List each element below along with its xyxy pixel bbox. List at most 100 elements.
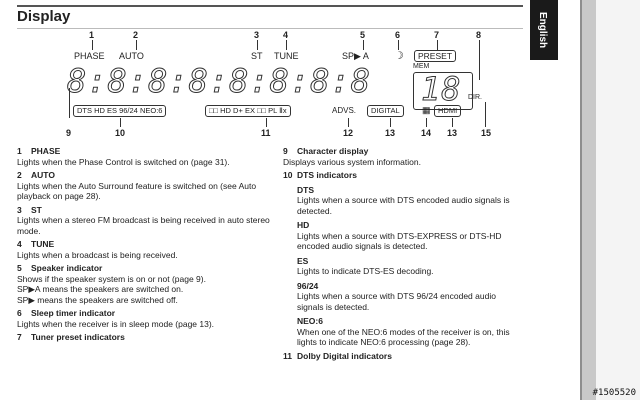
character-display: 8:8:8:8:8:8:8:8 xyxy=(67,62,371,101)
item-num-5: 5 xyxy=(17,263,22,273)
image-stamp: #1505520 xyxy=(592,388,636,398)
leader-line-10 xyxy=(120,118,121,127)
leader-line-5 xyxy=(363,40,364,50)
item-text-sleep: Lights when the receiver is in sleep mod… xyxy=(17,318,215,329)
digital-label: DIGITAL xyxy=(367,105,404,117)
left-column: 1 PHASE Lights when the Phase Control is … xyxy=(17,146,272,343)
item-num-3: 3 xyxy=(17,204,22,215)
right-column: 9 Character display Displays various syst… xyxy=(283,146,513,361)
leader-line-3 xyxy=(257,40,258,50)
item-num-10: 10 xyxy=(283,170,293,180)
callout-15: 15 xyxy=(481,128,492,138)
leader-line-11 xyxy=(266,118,267,127)
callout-9: 9 xyxy=(66,128,72,138)
sub-text-96-24: Lights when a source with DTS 96/24 enco… xyxy=(297,291,496,312)
item-title-auto: AUTO xyxy=(31,170,55,180)
callout-13b: 13 xyxy=(447,128,458,138)
dolby-indicator-row: □□ HD D+ EX □□ PL Ⅱx xyxy=(205,105,291,117)
scrollbar-track[interactable] xyxy=(582,0,596,400)
leader-line-14 xyxy=(426,118,427,127)
hdmi-label: HDMI xyxy=(434,105,462,117)
callout-4: 4 xyxy=(283,30,289,40)
window-edge xyxy=(596,0,640,400)
callout-3: 3 xyxy=(254,30,260,40)
callout-6: 6 xyxy=(395,30,401,40)
item-title-preset: Tuner preset indicators xyxy=(31,332,125,342)
callout-5: 5 xyxy=(360,30,366,40)
language-tab-label: English xyxy=(537,12,548,49)
display-diagram: 1 2 3 4 5 6 7 8 PHASE AUTO ST TUNE SP▶ A… xyxy=(45,30,515,142)
item-text-speaker: Shows if the speaker system is on or not… xyxy=(17,273,206,284)
leader-line-9 xyxy=(69,88,70,118)
st-label: ST xyxy=(251,51,263,61)
sleep-icon: ☽ xyxy=(394,50,404,62)
item-num-1: 1 xyxy=(17,146,22,156)
heading-rule xyxy=(17,28,523,29)
grid-icon: ▦ xyxy=(422,105,431,115)
leader-line-6 xyxy=(398,40,399,50)
language-tab: English xyxy=(530,0,558,60)
sub-text-dts: Lights when a source with DTS encoded au… xyxy=(297,195,510,216)
item-title-tune: TUNE xyxy=(31,239,55,249)
leader-line-7 xyxy=(437,40,438,50)
advs-label: ADVS. xyxy=(332,106,357,115)
item-text-speaker-on: SP▶A means the speakers are switched on. xyxy=(17,284,184,294)
top-rule xyxy=(17,5,523,7)
callout-8: 8 xyxy=(476,30,482,40)
leader-line-12 xyxy=(348,118,349,127)
sub-title-dts: DTS xyxy=(297,184,314,195)
item-title-dts: DTS indicators xyxy=(297,170,357,180)
callout-1: 1 xyxy=(89,30,95,40)
callout-12: 12 xyxy=(343,128,354,138)
item-title-sleep: Sleep timer indicator xyxy=(31,308,116,318)
sub-text-hd: Lights when a source with DTS-EXPRESS or… xyxy=(297,230,502,252)
item-text-st: Lights when a stereo FM broadcast is bei… xyxy=(17,215,270,236)
leader-line-13b xyxy=(452,118,453,127)
sub-title-es: ES xyxy=(297,255,309,266)
leader-line-1 xyxy=(92,40,93,50)
callout-13: 13 xyxy=(385,128,396,138)
item-text-tune: Lights when a broadcast is being receive… xyxy=(17,249,178,260)
item-text-speaker-off: SP▶ means the speakers are switched off. xyxy=(17,294,178,305)
callout-11: 11 xyxy=(261,128,271,138)
tune-label: TUNE xyxy=(274,51,299,61)
leader-line-15 xyxy=(485,102,486,127)
auto-label: AUTO xyxy=(119,51,144,61)
callout-2: 2 xyxy=(133,30,139,40)
item-num-9: 9 xyxy=(283,146,288,156)
leader-line-13 xyxy=(390,118,391,127)
item-num-4: 4 xyxy=(17,239,22,249)
item-title-character-display: Character display xyxy=(297,146,369,156)
leader-line-4 xyxy=(286,40,287,50)
dir-label: DIR. xyxy=(468,94,482,101)
callout-14: 14 xyxy=(421,128,432,138)
sub-title-96-24: 96/24 xyxy=(297,280,319,291)
item-text-auto: Lights when the Auto Surround feature is… xyxy=(17,180,257,202)
speaker-label: SP▶ A xyxy=(342,51,369,61)
sub-text-es: Lights to indicate DTS-ES decoding. xyxy=(297,266,434,276)
item-title-st: ST xyxy=(31,204,42,215)
item-text-character-display: Displays various system information. xyxy=(283,156,421,167)
preset-digits: 18 xyxy=(421,70,462,109)
preset-label: PRESET xyxy=(414,50,457,62)
item-text-phase: Lights when the Phase Control is switche… xyxy=(17,156,230,167)
item-title-dolby: Dolby Digital indicators xyxy=(297,350,392,361)
leader-line-2 xyxy=(136,40,137,50)
leader-line-8 xyxy=(479,40,480,80)
item-num-11: 11 xyxy=(283,350,292,361)
preset-display-frame xyxy=(413,72,473,110)
callout-7: 7 xyxy=(434,30,440,40)
item-num-7: 7 xyxy=(17,332,22,342)
phase-label: PHASE xyxy=(74,51,105,61)
item-num-2: 2 xyxy=(17,170,22,180)
page-title: Display xyxy=(17,8,71,25)
sub-title-neo6: NEO:6 xyxy=(297,316,323,326)
scrollbar-border xyxy=(580,0,582,400)
item-title-phase: PHASE xyxy=(31,146,61,156)
mem-label: MEM xyxy=(413,63,430,70)
dts-indicator-row: DTS HD ES 96/24 NEO:6 xyxy=(73,105,167,117)
item-title-speaker: Speaker indicator xyxy=(31,263,103,273)
callout-10: 10 xyxy=(115,128,126,138)
sub-text-neo6: When one of the NEO:6 modes of the recei… xyxy=(297,326,510,348)
